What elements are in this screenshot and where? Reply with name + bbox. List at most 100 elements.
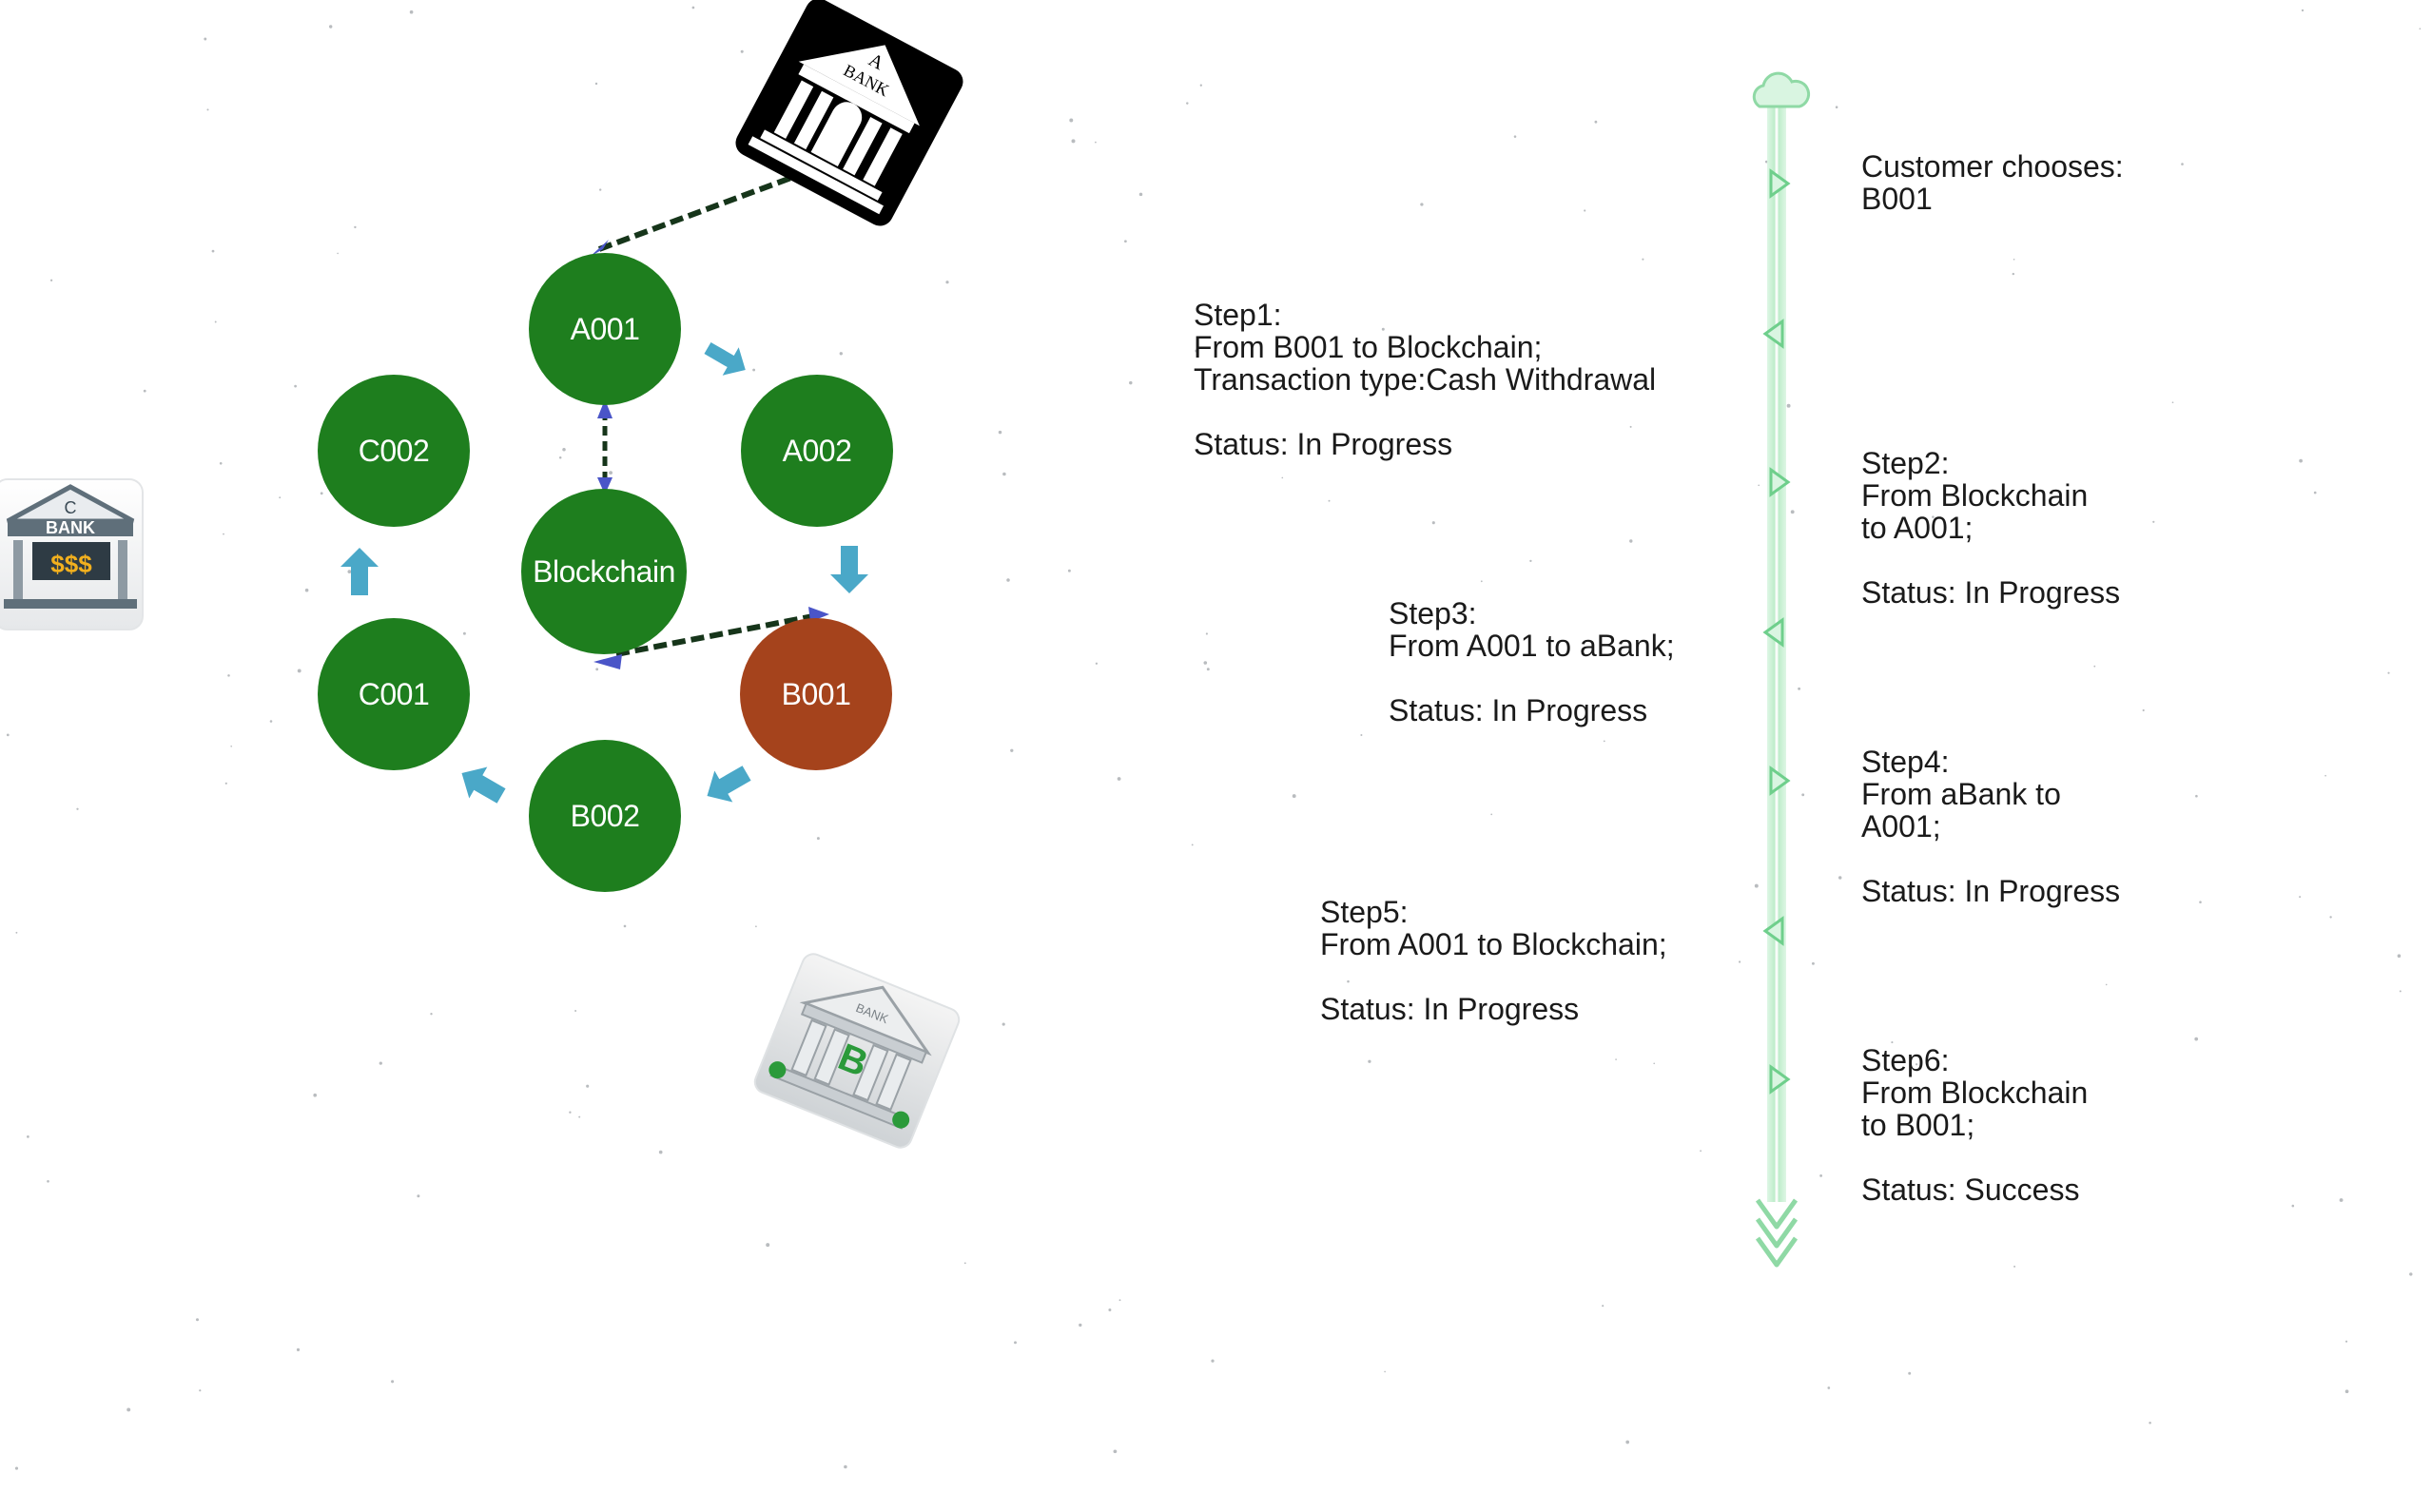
background-dot bbox=[1203, 661, 1208, 665]
background-dot bbox=[294, 384, 297, 388]
background-dot bbox=[766, 1243, 770, 1248]
step5-status: Status: In Progress bbox=[1320, 992, 1580, 1026]
background-dot bbox=[2195, 794, 2198, 798]
timeline-marker-left-3 bbox=[1762, 916, 1784, 946]
step1-status: Status: In Progress bbox=[1194, 427, 1453, 461]
background-dot bbox=[2149, 1422, 2151, 1425]
node-blockchain[interactable]: Blockchain bbox=[521, 489, 687, 654]
background-dot bbox=[1891, 1041, 1894, 1044]
node-a002[interactable]: A002 bbox=[741, 375, 893, 527]
background-dot bbox=[594, 82, 598, 86]
node-c002[interactable]: C002 bbox=[318, 375, 470, 527]
background-dot bbox=[599, 188, 602, 191]
background-dot bbox=[2409, 1272, 2413, 1276]
background-dot bbox=[1117, 777, 1121, 781]
background-dot bbox=[1328, 499, 1331, 502]
background-dot bbox=[1118, 1299, 1121, 1302]
step5-title: Step5: bbox=[1320, 895, 1409, 929]
background-dot bbox=[2399, 990, 2402, 993]
background-dot bbox=[1186, 102, 1189, 105]
background-dot bbox=[574, 1010, 577, 1012]
node-a001[interactable]: A001 bbox=[529, 253, 681, 405]
timeline-marker-right-2 bbox=[1769, 467, 1791, 497]
c-bank-money: $$$ bbox=[50, 550, 92, 578]
background-dot bbox=[1838, 876, 1842, 880]
background-dot bbox=[409, 10, 414, 14]
customer-choice-line2: B001 bbox=[1861, 182, 1933, 216]
background-dot bbox=[2181, 163, 2184, 165]
background-dot bbox=[1195, 349, 1198, 353]
background-dot bbox=[296, 1347, 301, 1351]
background-dot bbox=[2339, 1198, 2343, 1202]
background-dot bbox=[1211, 1359, 1215, 1363]
background-dot bbox=[1625, 1440, 1630, 1444]
node-b002[interactable]: B002 bbox=[529, 740, 681, 892]
c-bank-word: BANK bbox=[46, 518, 95, 537]
background-dot bbox=[609, 471, 613, 475]
background-dot bbox=[1642, 258, 1644, 261]
dashed-link-a001-abank bbox=[597, 161, 831, 252]
background-dot bbox=[1071, 139, 1076, 144]
flow-arrow-c001-c002 bbox=[340, 548, 379, 595]
background-dot bbox=[204, 37, 207, 41]
c-bank-icon: C BANK $$$ bbox=[0, 478, 144, 630]
timeline-marker-left-1 bbox=[1762, 319, 1784, 349]
background-dot bbox=[2013, 258, 2015, 261]
background-dot bbox=[329, 25, 333, 29]
background-dot bbox=[839, 352, 843, 356]
background-dot bbox=[2313, 491, 2317, 494]
background-dot bbox=[1431, 521, 1435, 525]
background-dot bbox=[269, 720, 273, 723]
background-dot bbox=[1819, 1174, 1822, 1177]
background-dot bbox=[1786, 403, 1791, 408]
step1-line2: Transaction type:Cash Withdrawal bbox=[1194, 362, 1657, 397]
node-c001[interactable]: C001 bbox=[318, 618, 470, 770]
background-dot bbox=[224, 782, 227, 785]
background-dot bbox=[2324, 774, 2326, 777]
background-dot bbox=[1067, 569, 1071, 572]
step3-title: Step3: bbox=[1389, 596, 1477, 630]
background-dot bbox=[304, 588, 309, 592]
background-dot bbox=[1205, 632, 1208, 635]
background-dot bbox=[1095, 141, 1097, 144]
background-dot bbox=[1384, 1370, 1386, 1373]
background-dot bbox=[337, 252, 339, 255]
background-dot bbox=[2199, 901, 2202, 903]
background-dot bbox=[1629, 425, 1632, 428]
background-dot bbox=[586, 1084, 590, 1088]
background-dot bbox=[1835, 106, 1838, 108]
background-dot bbox=[1490, 813, 1493, 816]
background-dot bbox=[1798, 687, 1801, 690]
background-dot bbox=[1915, 1063, 1918, 1066]
step3-text: Step3: From A001 to aBank; Status: In Pr… bbox=[1389, 597, 1675, 727]
background-dot bbox=[1584, 209, 1586, 212]
background-dot bbox=[195, 1318, 200, 1322]
background-dot bbox=[569, 1111, 572, 1114]
background-dot bbox=[1758, 484, 1760, 487]
step6-title: Step6: bbox=[1861, 1043, 1950, 1077]
step4-text: Step4: From aBank to A001; Status: In Pr… bbox=[1861, 746, 2120, 907]
background-dot bbox=[27, 1135, 29, 1138]
background-dot bbox=[1602, 1305, 1604, 1308]
step2-title: Step2: bbox=[1861, 446, 1950, 480]
background-dot bbox=[206, 108, 209, 111]
background-dot bbox=[143, 389, 146, 393]
background-dot bbox=[2013, 1265, 2016, 1268]
background-dot bbox=[1653, 1062, 1656, 1065]
background-dot bbox=[15, 931, 18, 934]
step1-title: Step1: bbox=[1194, 298, 1282, 332]
background-dot bbox=[1764, 160, 1768, 164]
background-dot bbox=[1811, 961, 1815, 965]
background-dot bbox=[279, 496, 282, 499]
step5-line1: From A001 to Blockchain; bbox=[1320, 927, 1667, 961]
background-dot bbox=[1095, 662, 1099, 665]
background-dot bbox=[1480, 580, 1483, 583]
arrowhead-blockchain-bottom bbox=[593, 654, 622, 669]
dashed-link-blockchain-b001 bbox=[615, 613, 814, 657]
b-bank-icon: B BANK bbox=[753, 953, 961, 1149]
node-b001[interactable]: B001 bbox=[740, 618, 892, 770]
background-dot bbox=[1069, 118, 1074, 123]
step5-text: Step5: From A001 to Blockchain; Status: … bbox=[1320, 896, 1667, 1025]
background-dot bbox=[963, 1262, 966, 1265]
